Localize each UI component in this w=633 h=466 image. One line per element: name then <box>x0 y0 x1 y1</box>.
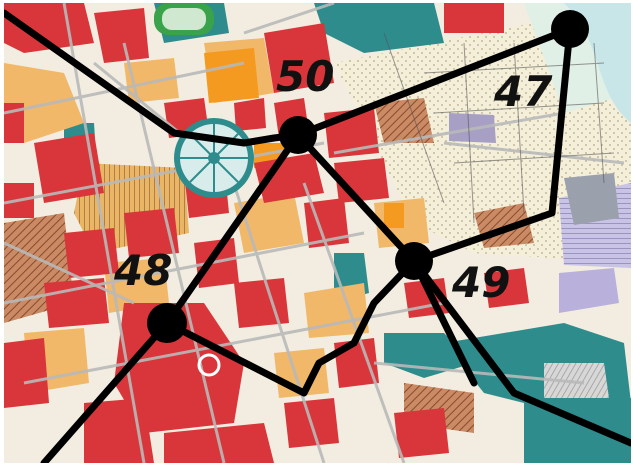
boundary-49-southeast <box>410 257 631 447</box>
zone-nodes <box>147 10 589 343</box>
boundary-50-49 <box>294 131 418 265</box>
node-49 <box>395 242 433 280</box>
zone-label-47: 47 <box>493 67 553 116</box>
node-50 <box>279 116 317 154</box>
zone-label-49: 49 <box>451 258 510 307</box>
boundary-50-48 <box>163 131 302 327</box>
node-47 <box>551 10 589 48</box>
small-plaza-marker <box>197 353 221 377</box>
boundary-48-southwest <box>40 319 171 463</box>
zone-label-48: 48 <box>113 246 172 295</box>
city-map-canvas[interactable]: 50 47 48 49 <box>4 3 631 463</box>
bright-orange-blocks <box>204 48 404 228</box>
boundary-50-47 <box>294 25 574 139</box>
roundabout-plaza <box>174 118 254 198</box>
boundary-48-east <box>163 257 418 397</box>
boundary-49-south <box>410 257 478 387</box>
stadium <box>154 3 214 35</box>
zone-label-50: 50 <box>276 52 334 101</box>
street-grid <box>4 3 625 463</box>
city-map[interactable]: 50 47 48 49 <box>4 3 631 463</box>
boundary-47-south <box>410 25 574 265</box>
node-48 <box>147 303 187 343</box>
zone-boundary-lines <box>4 9 631 463</box>
